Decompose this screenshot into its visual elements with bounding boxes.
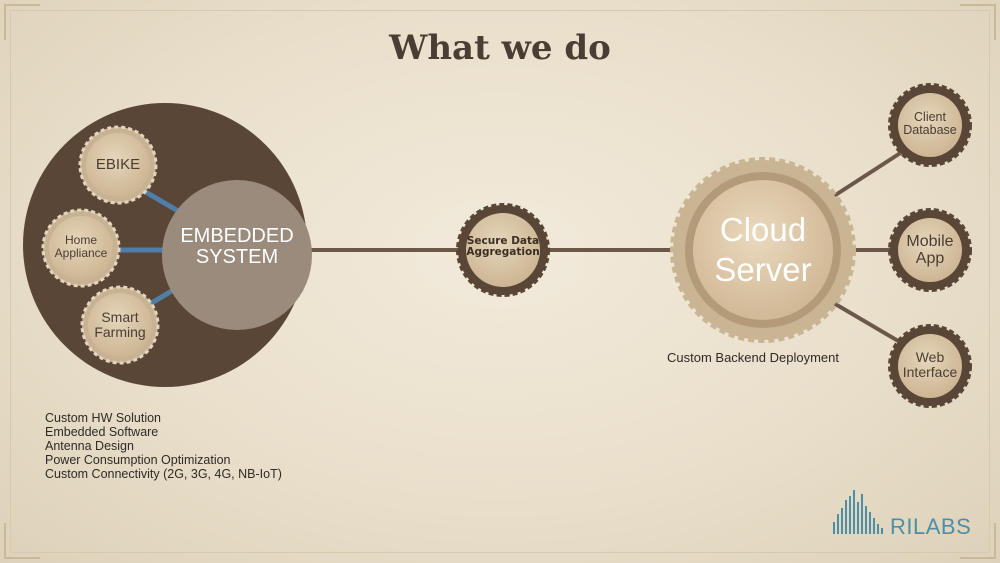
feature-item: Custom HW Solution: [45, 411, 162, 425]
web-interface-label: Web Interface: [895, 350, 965, 379]
feature-item: Custom Connectivity (2G, 3G, 4G, NB-IoT): [45, 467, 282, 481]
client-line2: Database: [903, 123, 957, 138]
smart-farming-label: Smart Farming: [84, 310, 156, 339]
corner-ornament: [4, 4, 40, 40]
corner-ornament: [4, 523, 40, 559]
embedded-features-list: Custom HW Solution Embedded Software Ant…: [45, 411, 282, 481]
home-line2: Appliance: [54, 245, 108, 260]
feature-item: Embedded Software: [45, 425, 159, 439]
farming-line2: Farming: [94, 323, 146, 340]
embedded-system-circle: [162, 180, 312, 330]
home-appliance-label: Home Appliance: [43, 234, 119, 259]
secure-data-aggregation-label: Secure Data Aggregation: [463, 235, 543, 259]
mobile-line2: App: [915, 249, 945, 267]
secure-data-aggregation-badge: [466, 213, 540, 287]
embedded-system-label: EMBEDDED SYSTEM: [162, 226, 312, 268]
farming-line1: Smart: [101, 309, 139, 325]
ebike-label: EBIKE: [95, 156, 141, 173]
cloud-server-badge: [693, 180, 833, 320]
cloud-line1: Cloud: [719, 211, 807, 248]
slide-title: What we do: [389, 28, 611, 68]
rilabs-logo-icon: [833, 490, 883, 534]
mobile-line1: Mobile: [906, 233, 954, 250]
corner-ornament: [960, 523, 996, 559]
corner-ornament: [960, 4, 996, 40]
ebike-badge: [86, 133, 150, 197]
cloud-server-label: Cloud Server: [693, 210, 833, 290]
feature-item: Power Consumption Optimization: [45, 453, 231, 467]
web-line2: Interface: [902, 363, 958, 380]
slide-frame: [10, 10, 990, 553]
home-appliance-badge: [49, 216, 113, 280]
web-line1: Web: [915, 349, 945, 365]
cloud-caption: Custom Backend Deployment: [667, 350, 839, 365]
rilabs-logo-text: RILABS: [890, 514, 972, 539]
mobile-app-badge: [898, 218, 962, 282]
embedded-line2: SYSTEM: [195, 246, 279, 268]
mobile-app-label: Mobile App: [895, 233, 965, 268]
client-line1: Client: [914, 110, 946, 124]
client-database-badge: [898, 93, 962, 157]
client-database-label: Client Database: [895, 110, 965, 138]
feature-item: Antenna Design: [45, 439, 134, 453]
embedded-line1: EMBEDDED: [180, 225, 294, 247]
home-line1: Home: [64, 233, 97, 247]
aggregation-line1: Secure Data: [466, 235, 540, 247]
smart-farming-badge: [88, 293, 152, 357]
aggregation-line2: Aggregation: [466, 246, 540, 259]
cloud-line2: Server: [714, 251, 812, 288]
web-interface-badge: [898, 334, 962, 398]
